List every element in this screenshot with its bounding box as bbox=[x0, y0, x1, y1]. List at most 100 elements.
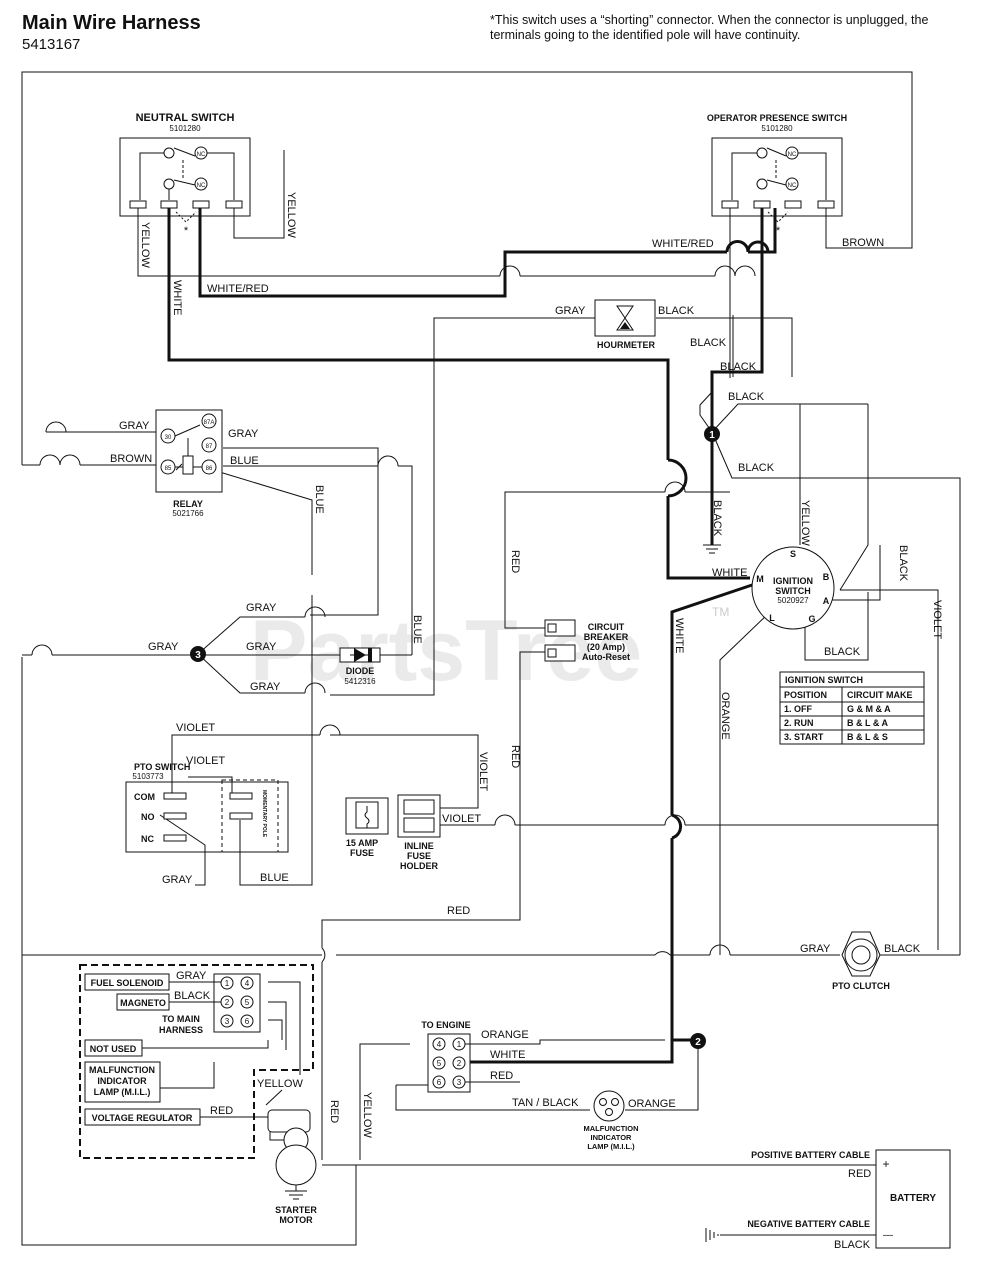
hourmeter-label: HOURMETER bbox=[597, 340, 655, 350]
table-row-1-position: 1. OFF bbox=[784, 704, 813, 714]
wire-label-blue-diode: BLUE bbox=[411, 615, 423, 644]
harness-pin-6: 6 bbox=[245, 1017, 250, 1026]
wire-label-red-regulator: RED bbox=[210, 1105, 233, 1117]
battery-label: BATTERY bbox=[890, 1193, 936, 1204]
ignition-label-1: IGNITION bbox=[773, 576, 813, 586]
pto-clutch-label: PTO CLUTCH bbox=[832, 981, 890, 991]
wire-label-gray-lower: GRAY bbox=[250, 681, 281, 693]
fuse-label-2: FUSE bbox=[350, 848, 374, 858]
wire-label-red-lower: RED bbox=[509, 745, 521, 768]
table-row-3-circuit: B & L & S bbox=[847, 732, 888, 742]
thick-crossovers bbox=[664, 240, 770, 840]
wire-label-yellow-starter: YELLOW bbox=[361, 1092, 373, 1138]
wire-label-black-hourmeter: BLACK bbox=[658, 305, 695, 317]
positive-cable-label: POSITIVE BATTERY CABLE bbox=[751, 1150, 870, 1160]
wire-label-orange-vertical: ORANGE bbox=[719, 692, 731, 740]
relay-pin-85: 85 bbox=[165, 466, 172, 472]
wire-label-black-5: BLACK bbox=[738, 462, 775, 474]
neutral-switch-label: NEUTRAL SWITCH bbox=[136, 112, 235, 124]
wire-label-white-engine: WHITE bbox=[490, 1049, 525, 1061]
inline-fuse-label-1: INLINE bbox=[404, 841, 434, 851]
mil-lamp-3: LAMP (M.I.L.) bbox=[587, 1142, 635, 1151]
negative-cable-label: NEGATIVE BATTERY CABLE bbox=[747, 1219, 870, 1229]
engine-harness-group: FUEL SOLENOID MAGNETO 1 4 2 5 3 6 TO MAI… bbox=[79, 964, 314, 1159]
mil-lamp-1: MALFUNCTION bbox=[584, 1124, 639, 1133]
page-title: Main Wire Harness bbox=[22, 12, 201, 34]
mil-box-1: MALFUNCTION bbox=[89, 1065, 155, 1075]
wire-label-yellow-ignition: YELLOW bbox=[799, 500, 811, 546]
wire-labels: YELLOW YELLOW WHITE WHITE/RED WHITE/RED … bbox=[110, 192, 943, 1251]
callout-2 bbox=[690, 1033, 706, 1049]
neutral-nc-2: NC bbox=[197, 183, 206, 189]
harness-pin-2: 2 bbox=[225, 998, 230, 1007]
operator-nc-2: NC bbox=[788, 183, 797, 189]
operator-switch-label: OPERATOR PRESENCE SWITCH bbox=[707, 113, 847, 123]
wire-label-white-ignition: WHITE bbox=[712, 567, 747, 579]
fuse-label-1: 15 AMP bbox=[346, 838, 378, 848]
inline-fuse-label-3: HOLDER bbox=[400, 861, 439, 871]
table-row-2-circuit: B & L & A bbox=[847, 718, 889, 728]
wire-label-yellow-2: YELLOW bbox=[285, 192, 297, 238]
mil-box-3: LAMP (M.I.L.) bbox=[94, 1087, 151, 1097]
ignition-terminal-s: S bbox=[790, 549, 796, 559]
table-row-3-position: 3. START bbox=[784, 732, 824, 742]
diode-label: DIODE bbox=[346, 666, 375, 676]
callout-3-text: 3 bbox=[195, 650, 201, 661]
wire-label-red-3: RED bbox=[447, 905, 470, 917]
to-main-harness-1: TO MAIN bbox=[162, 1014, 200, 1024]
ignition-terminal-b: B bbox=[823, 572, 830, 582]
operator-switch-part: 5101280 bbox=[761, 124, 793, 133]
engine-pin-5: 5 bbox=[437, 1059, 442, 1068]
neutral-nc-1: NC bbox=[197, 152, 206, 158]
ignition-terminal-m: M bbox=[756, 574, 764, 584]
circuit-breaker: CIRCUIT BREAKER (20 Amp) Auto-Reset bbox=[544, 619, 630, 662]
pto-clutch: PTO CLUTCH bbox=[832, 931, 890, 991]
hourmeter: HOURMETER bbox=[594, 299, 656, 350]
callout-1-text: 1 bbox=[709, 430, 715, 441]
relay: 30 87A 87 85 86 RELAY 5021766 bbox=[155, 409, 223, 518]
relay-pin-30: 30 bbox=[165, 435, 172, 441]
operator-star: * bbox=[776, 225, 781, 237]
ground-icon bbox=[703, 544, 721, 554]
relay-pin-87a: 87A bbox=[204, 420, 215, 426]
relay-part: 5021766 bbox=[172, 509, 204, 518]
table-row-2-position: 2. RUN bbox=[784, 718, 814, 728]
ignition-terminal-l: L bbox=[769, 613, 775, 623]
wire-label-tan-black: TAN / BLACK bbox=[512, 1097, 579, 1109]
battery-minus: — bbox=[883, 1230, 893, 1241]
crossovers bbox=[31, 265, 756, 963]
magneto-label: MAGNETO bbox=[120, 998, 166, 1008]
engine-pin-4: 4 bbox=[437, 1040, 442, 1049]
wire-label-white-red-2: WHITE/RED bbox=[652, 238, 714, 250]
wire-label-orange-engine: ORANGE bbox=[481, 1029, 529, 1041]
callout-1 bbox=[704, 426, 720, 442]
wire-label-black-ground: BLACK bbox=[711, 500, 723, 537]
wire-label-black-2: BLACK bbox=[690, 337, 727, 349]
engine-pin-2: 2 bbox=[457, 1059, 462, 1068]
inline-fuse-label-2: FUSE bbox=[407, 851, 431, 861]
starter-motor: STARTER MOTOR bbox=[267, 1109, 317, 1225]
wire-label-violet-vertical: VIOLET bbox=[477, 752, 489, 791]
wire-label-violet-fuse: VIOLET bbox=[442, 813, 481, 825]
wire-label-gray-harness: GRAY bbox=[176, 970, 207, 982]
harness-pin-3: 3 bbox=[225, 1017, 230, 1026]
to-main-harness-2: HARNESS bbox=[159, 1025, 203, 1035]
pto-switch-label: PTO SWITCH bbox=[134, 762, 190, 772]
wire-label-gray-hourmeter: GRAY bbox=[555, 305, 586, 317]
diode: DIODE 5412316 bbox=[344, 648, 376, 686]
neutral-star: * bbox=[184, 225, 189, 237]
harness-pin-1: 1 bbox=[225, 979, 230, 988]
breaker-line2: BREAKER bbox=[584, 632, 629, 642]
callout-3 bbox=[190, 646, 206, 662]
to-engine-label: TO ENGINE bbox=[421, 1020, 470, 1030]
wire-label-gray-87: GRAY bbox=[228, 428, 259, 440]
wire-label-gray-middle: GRAY bbox=[246, 641, 277, 653]
callout-2-text: 2 bbox=[695, 1037, 701, 1048]
wire-label-violet-pto: VIOLET bbox=[186, 755, 225, 767]
relay-pin-86: 86 bbox=[206, 466, 213, 472]
wire-label-red-starter: RED bbox=[328, 1100, 340, 1123]
wire-label-gray-relay: GRAY bbox=[119, 420, 150, 432]
wire-label-gray-upper: GRAY bbox=[246, 602, 277, 614]
thin-wires bbox=[21, 71, 961, 1246]
relay-label: RELAY bbox=[173, 499, 203, 509]
